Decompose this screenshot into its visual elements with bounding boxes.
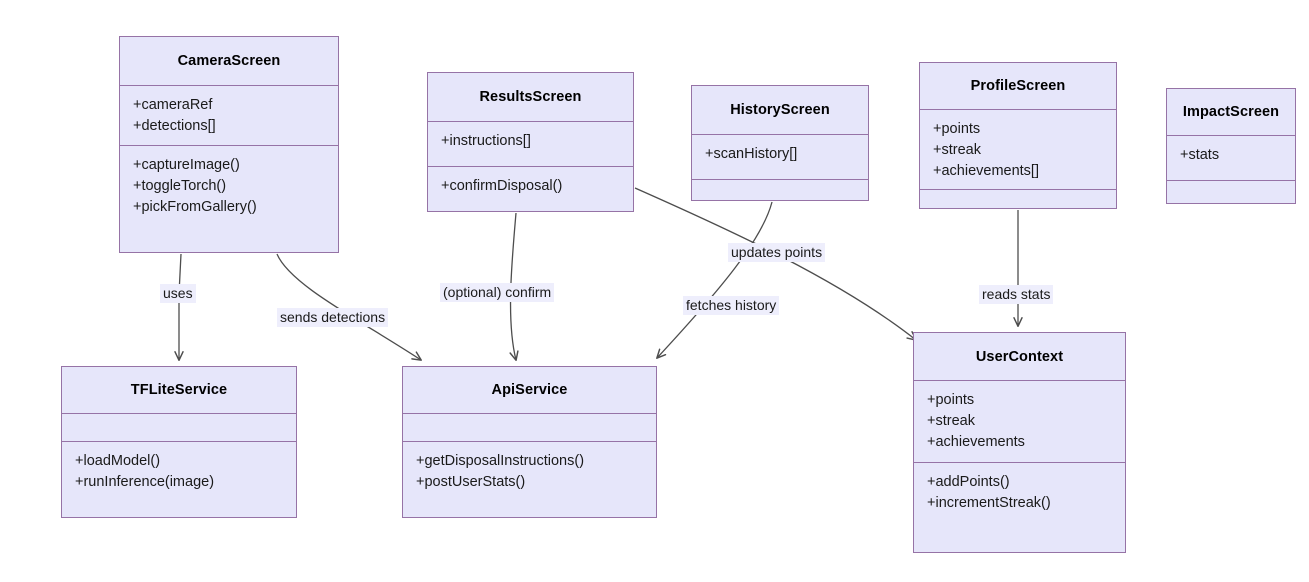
uml-class-tflite-service[interactable]: TFLiteService +loadModel() +runInference(i… [61, 366, 297, 518]
uml-class-user-context[interactable]: UserContext +points +streak +achievements +a… [913, 332, 1126, 553]
edge-label-camera-sends-detections-api: sends detections [277, 308, 389, 327]
class-title-impact-screen: ImpactScreen [1182, 104, 1280, 120]
class-attributes-camera-screen: +cameraRef +detections[] [120, 85, 338, 145]
method: +captureImage() [133, 157, 240, 173]
edge-camera-uses-tflite [174, 253, 184, 362]
class-attributes-user-context: +points +streak +achievements [914, 380, 1125, 462]
method: +getDisposalInstructions() [416, 453, 585, 469]
edge-results-updates-points-usercontext [634, 187, 917, 341]
edge-label-profile-reads-stats-usercontext: reads stats [979, 285, 1054, 304]
class-methods-tflite-service: +loadModel() +runInference(image) [62, 441, 296, 517]
class-methods-profile-screen [920, 189, 1116, 208]
class-methods-user-context: +addPoints() +incrementStreak() [914, 462, 1125, 552]
attribute: +streak [927, 413, 975, 429]
attribute: +points [927, 392, 975, 408]
uml-class-camera-screen[interactable]: CameraScreen +cameraRef +detections[] +capt… [119, 36, 339, 253]
class-title-tflite-service: TFLiteService [130, 382, 228, 398]
uml-class-impact-screen[interactable]: ImpactScreen +stats [1166, 88, 1296, 204]
edge-label-results-optional-confirm-api: (optional) confirm [440, 283, 555, 302]
method: +loadModel() [75, 453, 161, 469]
method: +toggleTorch() [133, 178, 227, 194]
class-attributes-results-screen: +instructions[] [428, 121, 633, 166]
class-title-profile-screen: ProfileScreen [970, 78, 1066, 94]
attribute: +achievements[] [933, 163, 1039, 179]
attribute: +detections[] [133, 118, 216, 134]
method: +runInference(image) [75, 474, 215, 490]
class-attributes-history-screen: +scanHistory[] [692, 134, 868, 179]
method: +pickFromGallery() [133, 199, 257, 215]
class-title-history-screen: HistoryScreen [730, 102, 830, 118]
class-title-user-context: UserContext [975, 348, 1064, 365]
method: +addPoints() [927, 474, 1010, 490]
uml-class-results-screen[interactable]: ResultsScreen +instructions[] +confirmDisp… [427, 72, 634, 212]
attribute: +scanHistory[] [705, 146, 798, 162]
attribute: +instructions[] [441, 133, 531, 149]
edge-label-camera-uses-tflite: uses [160, 284, 196, 303]
class-methods-camera-screen: +captureImage() +toggleTorch() +pickFromGa… [120, 145, 338, 252]
class-methods-api-service: +getDisposalInstructions() +postUserStats… [403, 441, 656, 517]
edge-label-history-fetches-history-api: fetches history [683, 296, 780, 315]
method: +incrementStreak() [927, 495, 1051, 511]
uml-class-api-service[interactable]: ApiService +getDisposalInstructions() +pos… [402, 366, 657, 518]
class-methods-history-screen [692, 179, 868, 200]
class-attributes-tflite-service [62, 413, 296, 441]
class-methods-impact-screen [1167, 180, 1295, 203]
attribute: +cameraRef [133, 97, 213, 113]
attribute: +stats [1180, 147, 1220, 163]
uml-class-history-screen[interactable]: HistoryScreen +scanHistory[] [691, 85, 869, 201]
edge-history-fetches-history-api [656, 201, 773, 359]
class-methods-results-screen: +confirmDisposal() [428, 166, 633, 211]
class-title-camera-screen: CameraScreen [177, 53, 281, 69]
class-attributes-impact-screen: +stats [1167, 135, 1295, 180]
class-attributes-profile-screen: +points +streak +achievements[] [920, 109, 1116, 189]
edge-label-results-updates-points-usercontext: updates points [728, 243, 826, 262]
method: +postUserStats() [416, 474, 526, 490]
class-title-results-screen: ResultsScreen [479, 89, 582, 105]
uml-class-profile-screen[interactable]: ProfileScreen +points +streak +achievements… [919, 62, 1117, 209]
attribute: +points [933, 121, 981, 137]
method: +confirmDisposal() [441, 178, 563, 194]
class-attributes-api-service [403, 413, 656, 441]
class-title-api-service: ApiService [491, 382, 568, 398]
attribute: +achievements [927, 434, 1025, 450]
attribute: +streak [933, 142, 981, 158]
edge-camera-sends-detections-api [276, 253, 422, 361]
